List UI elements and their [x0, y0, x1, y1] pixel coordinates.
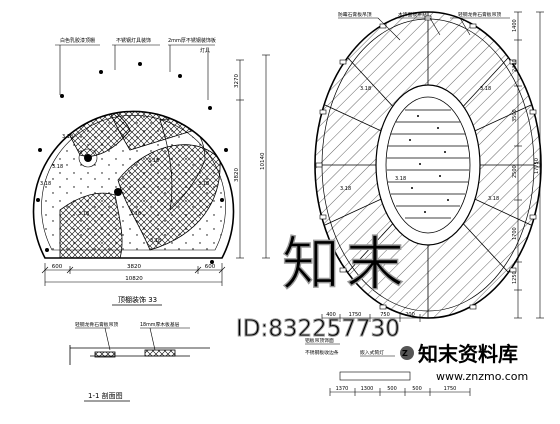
svg-text:3.18: 3.18 — [488, 196, 499, 202]
dim-t-2: 1750 — [349, 312, 362, 318]
dim-r-2: 2480 — [512, 59, 518, 72]
svg-text:3.18: 3.18 — [340, 186, 351, 192]
dim-right-total: 10140 — [260, 152, 266, 170]
svg-text:3.18: 3.18 — [480, 86, 491, 92]
dim-left-margin: 600 — [52, 264, 63, 270]
svg-text:3.18: 3.18 — [148, 158, 159, 164]
callout-downlight: 嵌入式筒灯 — [360, 349, 384, 356]
callout-wood-veneer: 木饰面板拼贴 — [398, 11, 427, 18]
dim-t-3: 750 — [380, 312, 390, 318]
svg-text:3.18: 3.18 — [360, 86, 371, 92]
dim-left-total: 10820 — [125, 276, 143, 282]
dim-t-4: 200 — [405, 312, 415, 318]
callout-steel-panel: 2mm厚不锈钢装饰板 — [168, 37, 216, 44]
svg-text:3.18: 3.18 — [40, 181, 51, 187]
watermark: 知末 ID:832257730 Z 知末资料库 www.znzmo.com — [236, 229, 529, 383]
callout-lamp: 灯具 — [200, 47, 210, 54]
svg-text:3.18: 3.18 — [395, 176, 406, 182]
watermark-brand: 知末资料库 — [418, 342, 518, 366]
dim-r-total: 17750 — [534, 158, 540, 174]
svg-text:3.18: 3.18 — [52, 164, 63, 170]
watermark-big-glyphs: 知末 — [282, 230, 410, 298]
dim-right-lower: 3820 — [234, 168, 240, 182]
callout-aluminum: 铝板吊顶饰面 — [305, 337, 334, 344]
callout-steel-edge: 不锈钢板收边条 — [305, 349, 339, 356]
svg-text:Z: Z — [402, 349, 408, 358]
dim-right-upper: 3270 — [234, 74, 240, 88]
callout-ceiling-paint: 白色乳胶漆顶棚 — [60, 37, 95, 44]
svg-text:3.18: 3.18 — [130, 211, 141, 217]
svg-text:3.18: 3.18 — [198, 181, 209, 187]
callout-steel-fixture: 不锈钢灯具装饰 — [116, 37, 151, 44]
watermark-logo: Z — [400, 346, 414, 360]
left-view-title: 顶棚装饰 33 — [118, 295, 157, 304]
section-callout-2: 18mm厚木板基层 — [140, 321, 180, 328]
dim-r-4: 2500 — [512, 165, 518, 178]
dim-b-2: 1300 — [361, 386, 374, 392]
dim-b-1: 1370 — [336, 386, 349, 392]
svg-text:3.18: 3.18 — [78, 211, 89, 217]
dim-t-1: 400 — [326, 312, 336, 318]
section-callout-1: 轻钢龙骨石膏板吊顶 — [75, 321, 118, 328]
callout-keel-gypsum: 轻钢龙骨石膏板吊顶 — [458, 11, 501, 18]
watermark-id: ID:832257730 — [236, 316, 400, 342]
dim-left-right-margin: 600 — [205, 264, 216, 270]
callout-moisture-board: 防霉石膏板吊顶 — [338, 11, 372, 18]
svg-text:3.18: 3.18 — [150, 238, 161, 244]
watermark-url: www.znzmo.com — [436, 370, 528, 383]
right-ceiling-plan: 3.18 3.18 3.18 3.18 3.18 3.18 防霉石膏板吊顶 木饰面板拼贴… — [305, 11, 544, 396]
dim-r-1: 1400 — [512, 19, 518, 32]
dim-b-4: 500 — [412, 386, 422, 392]
left-ceiling-plan: 3.18 3.18 3.18 3.18 3.18 3.18 3.18 3.18 白色乳胶漆… — [32, 37, 270, 306]
dim-r-6: 1250 — [512, 271, 518, 284]
dim-b-5: 1750 — [444, 386, 457, 392]
dim-left-middle: 3820 — [127, 264, 141, 270]
svg-text:3.18: 3.18 — [372, 246, 383, 252]
dim-r-3: 3500 — [512, 109, 518, 122]
section-title: 1-1 剖面图 — [88, 391, 123, 400]
dim-r-5: 1700 — [512, 227, 518, 240]
dim-b-3: 500 — [387, 386, 397, 392]
svg-text:3.18: 3.18 — [62, 134, 73, 140]
section-detail: 轻钢龙骨石膏板吊顶 18mm厚木板基层 1-1 剖面图 — [69, 321, 210, 402]
